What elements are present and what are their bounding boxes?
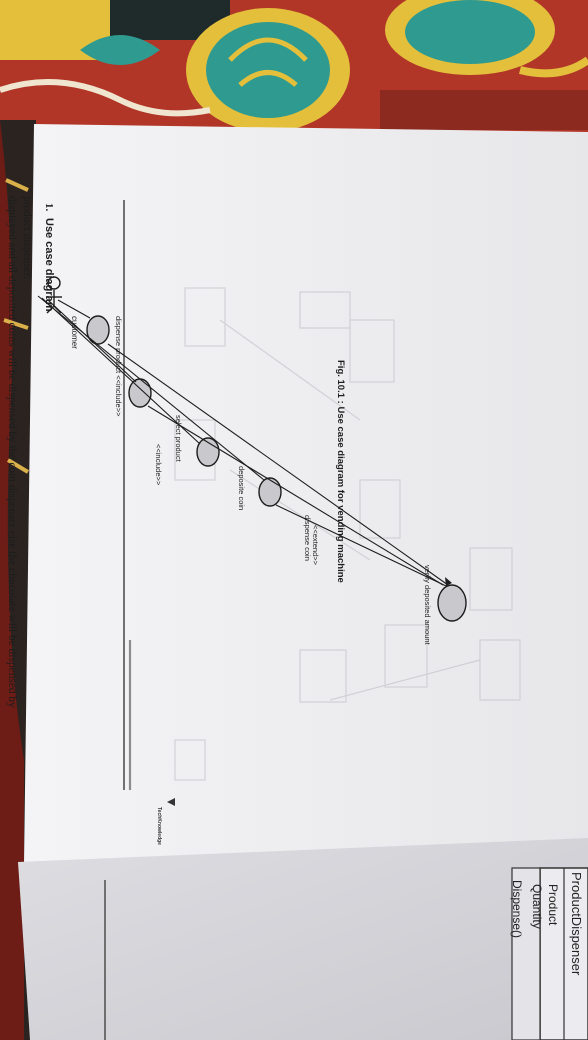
use-case-diagram bbox=[37, 276, 467, 622]
label-dispense-coin: dispense coin bbox=[303, 515, 312, 561]
class-attr-quantity: Quantity bbox=[530, 884, 544, 929]
label-deposite-coin: deposite coin bbox=[237, 466, 246, 511]
class-box bbox=[511, 867, 588, 1040]
class-name: ProductDispenser bbox=[569, 872, 584, 976]
label-dispense-product: dispense product <<include>> bbox=[114, 316, 123, 417]
book-page bbox=[24, 124, 588, 864]
usecase-deposite-coin bbox=[196, 437, 220, 467]
usecase-select-product bbox=[128, 378, 152, 408]
figure-caption: Fig. 10.1 : Use case diagram for vending… bbox=[335, 360, 346, 583]
publisher-name: TechKnowledge bbox=[156, 807, 162, 845]
section-heading: Use case diagram bbox=[43, 218, 55, 312]
actor-label: customer bbox=[70, 316, 79, 349]
paragraph-line-2: product dispenser. bbox=[21, 196, 33, 279]
label-verify-amount: verify deposited amount bbox=[423, 565, 432, 645]
association-lines bbox=[37, 295, 265, 481]
paragraph-line-1: displayed and all deposited coins will b… bbox=[6, 196, 18, 708]
label-select-product: select product bbox=[174, 415, 183, 462]
label-include-1: <<include>> bbox=[154, 444, 163, 486]
next-page bbox=[18, 838, 588, 1040]
usecase-verify-amount bbox=[437, 584, 467, 622]
section-number: 1. bbox=[43, 203, 55, 212]
label-extend: <<extend>> bbox=[311, 525, 320, 566]
arrowhead-verify bbox=[445, 577, 452, 586]
publisher-logo bbox=[167, 798, 175, 806]
class-operation: Dispense() bbox=[510, 880, 524, 939]
usecase-dispense-product bbox=[86, 315, 110, 345]
class-attr-product: Product bbox=[546, 884, 560, 926]
relation-lines bbox=[107, 343, 449, 587]
tablecloth bbox=[0, 0, 588, 140]
usecase-dispense-coin bbox=[258, 477, 282, 507]
